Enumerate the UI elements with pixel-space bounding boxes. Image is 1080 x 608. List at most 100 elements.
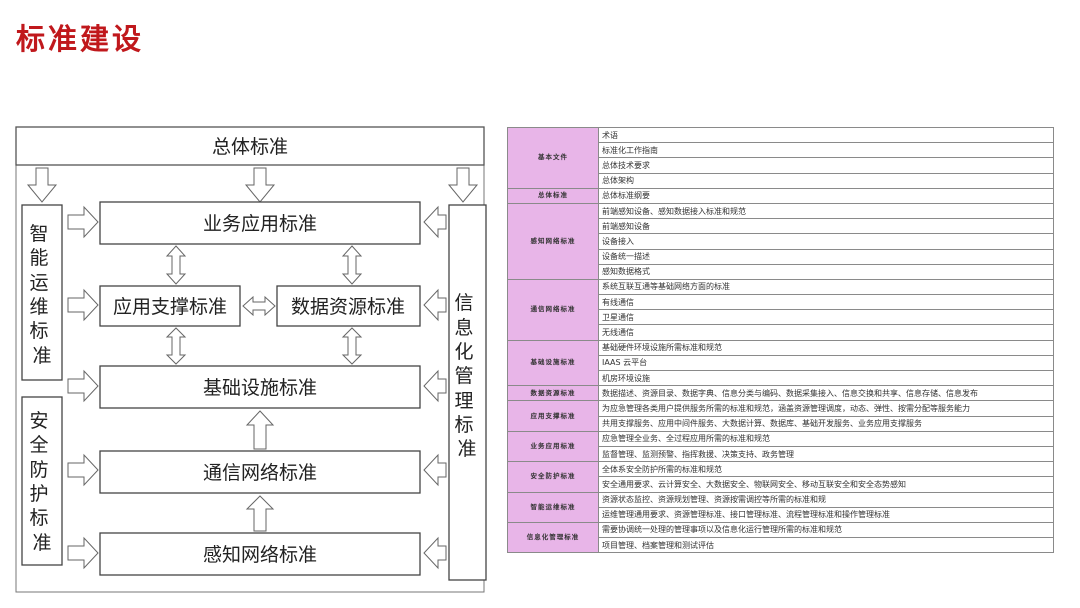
up-arrow-icon bbox=[245, 410, 275, 450]
category-cell: 业务应用标准 bbox=[507, 430, 599, 463]
down-arrow-center-icon bbox=[244, 167, 276, 203]
right-arrow-icon bbox=[67, 453, 99, 487]
diagram-frame bbox=[15, 126, 485, 593]
table-row: 业务应用标准应急管理全业务、全过程应用所需的标准和规范 bbox=[507, 430, 1054, 463]
standard-item-cell: 项目管理、档案管理和测试评估 bbox=[598, 537, 1054, 554]
table-row: 安全防护标准全体系安全防护所需的标准和规范 bbox=[507, 461, 1054, 493]
category-cell: 数据资源标准 bbox=[507, 385, 599, 402]
down-arrow-left-icon bbox=[26, 167, 58, 203]
standard-item-cell: 为应急管理各类用户提供服务所需的标准和规范，涵盖资源管理调度，动态、弹性、按需分… bbox=[598, 400, 1054, 417]
category-cell: 信息化管理标准 bbox=[507, 521, 599, 554]
overall-standard-box bbox=[15, 126, 485, 166]
table-row: 有线通信 bbox=[508, 294, 1054, 311]
standard-item-cell: 标准化工作指南 bbox=[598, 142, 1054, 159]
table-row: 感知数据格式 bbox=[508, 263, 1054, 280]
standard-item-cell: 总体技术要求 bbox=[598, 157, 1054, 174]
standard-item-cell: 基础硬件环境设施所需标准和规范 bbox=[598, 339, 1054, 356]
security-protection-label: 安 全 防 护 标 准 bbox=[29, 410, 54, 554]
standard-item-cell: IAAS 云平台 bbox=[598, 354, 1054, 372]
sensing-label: 感知网络标准 bbox=[203, 544, 317, 566]
sensing-box bbox=[99, 532, 421, 576]
communication-label: 通信网络标准 bbox=[203, 462, 317, 484]
table-row: 运维管理通用要求、资源管理标准、接口管理标准、流程管理标准和操作管理标准 bbox=[508, 506, 1054, 523]
app-support-label: 应用支撑标准 bbox=[113, 296, 227, 318]
standard-item-cell: 设备接入 bbox=[598, 233, 1054, 250]
double-arrow-horizontal-icon bbox=[242, 295, 276, 317]
standard-item-cell: 设备统一描述 bbox=[598, 248, 1054, 265]
table-row: 数据资源标准数据描述、资源目录、数据字典、信息分类与编码、数据采集接入、信息交换… bbox=[507, 385, 1054, 402]
right-arrow-icon bbox=[67, 205, 99, 239]
standard-item-cell: 监督管理、监测预警、指挥救援、决策支持、政务管理 bbox=[598, 445, 1054, 463]
category-cell: 基本文件 bbox=[507, 127, 599, 189]
standard-item-cell: 机房环境设施 bbox=[598, 369, 1054, 387]
table-row: 安全通用要求、云计算安全、大数据安全、物联网安全、移动互联安全和安全态势感知 bbox=[508, 476, 1054, 493]
left-arrow-icon bbox=[423, 288, 447, 322]
table-row: 应用支撑标准为应急管理各类用户提供服务所需的标准和规范，涵盖资源管理调度，动态、… bbox=[507, 400, 1054, 432]
standards-table: 基本文件术语标准化工作指南总体技术要求总体架构总体标准总体标准纲要感知网络标准前… bbox=[507, 126, 1054, 554]
overall-standard-label: 总体标准 bbox=[212, 136, 288, 158]
table-row: 总体技术要求 bbox=[508, 157, 1054, 174]
standard-item-cell: 感知数据格式 bbox=[598, 263, 1054, 280]
double-arrow-vertical-icon bbox=[165, 245, 187, 285]
standard-item-cell: 前端感知设备、感知数据接入标准和规范 bbox=[598, 202, 1054, 220]
category-cell: 感知网络标准 bbox=[507, 202, 599, 280]
table-row: 信息化管理标准需要协调统一处理的管理事项以及信息化运行管理所需的标准和规范 bbox=[507, 521, 1054, 554]
infrastructure-label: 基础设施标准 bbox=[203, 377, 317, 399]
standard-item-cell: 卫星通信 bbox=[598, 309, 1054, 326]
table-row: 总体架构 bbox=[508, 172, 1054, 189]
business-app-label: 业务应用标准 bbox=[203, 213, 317, 235]
category-cell: 应用支撑标准 bbox=[507, 400, 599, 432]
standard-item-cell: 有线通信 bbox=[598, 294, 1054, 311]
right-arrow-icon bbox=[67, 536, 99, 570]
up-arrow-icon bbox=[245, 495, 275, 532]
standard-item-cell: 系统互联互通等基础网络方面的标准 bbox=[598, 278, 1054, 296]
info-management-box bbox=[448, 204, 487, 581]
table-row: 项目管理、档案管理和测试评估 bbox=[508, 537, 1054, 554]
info-management-label: 信 息 化 管 理 标 准 bbox=[454, 292, 479, 460]
intelligent-ops-label: 智 能 运 维 标 准 bbox=[29, 223, 54, 367]
left-arrow-icon bbox=[423, 369, 447, 403]
table-row: 基本文件术语 bbox=[507, 126, 1054, 189]
infrastructure-box bbox=[99, 365, 421, 409]
standard-item-cell: 运维管理通用要求、资源管理标准、接口管理标准、流程管理标准和操作管理标准 bbox=[598, 506, 1054, 523]
double-arrow-vertical-icon bbox=[341, 245, 363, 285]
standard-item-cell: 术语 bbox=[598, 126, 1054, 144]
intelligent-ops-box bbox=[21, 204, 63, 381]
standard-item-cell: 需要协调统一处理的管理事项以及信息化运行管理所需的标准和规范 bbox=[598, 521, 1054, 539]
data-resource-box bbox=[276, 285, 421, 327]
standard-item-cell: 总体标准纲要 bbox=[598, 187, 1054, 204]
communication-box bbox=[99, 450, 421, 494]
security-protection-box bbox=[21, 396, 63, 566]
right-arrow-icon bbox=[67, 288, 99, 322]
standard-item-cell: 共用支撑服务、应用中间件服务、大数据计算、数据库、基础开发服务、业务应用支撑服务 bbox=[598, 415, 1054, 432]
table-row: 感知网络标准前端感知设备、感知数据接入标准和规范 bbox=[507, 202, 1054, 280]
category-cell: 智能运维标准 bbox=[507, 491, 599, 523]
table-row: 机房环境设施 bbox=[508, 369, 1054, 387]
category-cell: 基础设施标准 bbox=[507, 339, 599, 387]
category-cell: 总体标准 bbox=[507, 187, 599, 204]
page-title: 标准建设 bbox=[16, 22, 145, 56]
standard-item-cell: 数据描述、资源目录、数据字典、信息分类与编码、数据采集接入、信息交换和共享、信息… bbox=[598, 385, 1054, 402]
table-row: 基础设施标准基础硬件环境设施所需标准和规范 bbox=[507, 339, 1054, 387]
left-arrow-icon bbox=[423, 453, 447, 487]
standard-item-cell: 安全通用要求、云计算安全、大数据安全、物联网安全、移动互联安全和安全态势感知 bbox=[598, 476, 1054, 493]
category-cell: 通信网络标准 bbox=[507, 278, 599, 341]
double-arrow-vertical-icon bbox=[165, 327, 187, 365]
standard-item-cell: 全体系安全防护所需的标准和规范 bbox=[598, 461, 1054, 478]
table-row: 设备统一描述 bbox=[508, 248, 1054, 265]
business-app-box bbox=[99, 201, 421, 245]
left-arrow-icon bbox=[423, 205, 447, 239]
standard-item-cell: 总体架构 bbox=[598, 172, 1054, 189]
double-arrow-vertical-icon bbox=[341, 327, 363, 365]
standard-item-cell: 无线通信 bbox=[598, 324, 1054, 341]
standard-item-cell: 前端感知设备 bbox=[598, 218, 1054, 235]
standard-item-cell: 资源状态监控、资源规划管理、资源按需调控等所需的标准和规 bbox=[598, 491, 1054, 508]
table-row: 智能运维标准资源状态监控、资源规划管理、资源按需调控等所需的标准和规 bbox=[507, 491, 1054, 523]
table-row: 共用支撑服务、应用中间件服务、大数据计算、数据库、基础开发服务、业务应用支撑服务 bbox=[508, 415, 1054, 432]
table-row: 总体标准总体标准纲要 bbox=[507, 187, 1054, 204]
data-resource-label: 数据资源标准 bbox=[291, 296, 405, 318]
down-arrow-right-icon bbox=[447, 167, 479, 203]
table-row: 通信网络标准系统互联互通等基础网络方面的标准 bbox=[507, 278, 1054, 341]
category-cell: 安全防护标准 bbox=[507, 461, 599, 493]
table-row: 无线通信 bbox=[508, 324, 1054, 341]
